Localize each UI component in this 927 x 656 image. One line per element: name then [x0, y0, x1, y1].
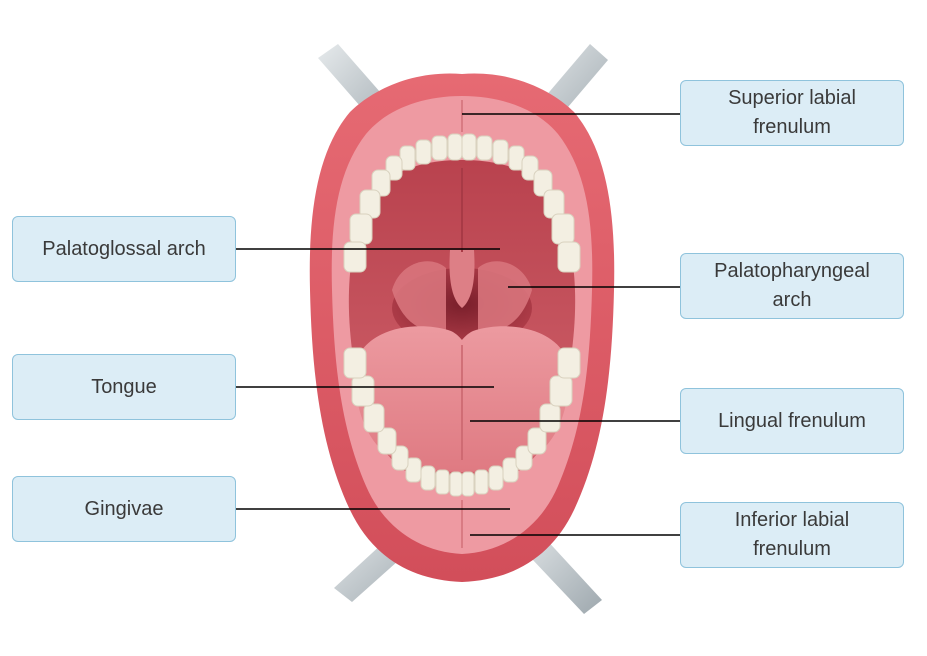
label-palatoglossal-arch: Palatoglossal arch	[12, 216, 236, 282]
lower-teeth	[343, 347, 581, 497]
label-gingivae: Gingivae	[12, 476, 236, 542]
label-tongue: Tongue	[12, 354, 236, 420]
label-lingual-frenulum: Lingual frenulum	[680, 388, 904, 454]
uvula	[449, 250, 475, 308]
palatopharyngeal-arch-shape	[478, 261, 532, 332]
label-superior-labial-frenulum: Superior labial frenulum	[680, 80, 904, 146]
palatoglossal-arch-shape	[392, 261, 446, 332]
label-palatopharyngeal-arch: Palatopharyngeal arch	[680, 253, 904, 319]
label-inferior-labial-frenulum: Inferior labial frenulum	[680, 502, 904, 568]
